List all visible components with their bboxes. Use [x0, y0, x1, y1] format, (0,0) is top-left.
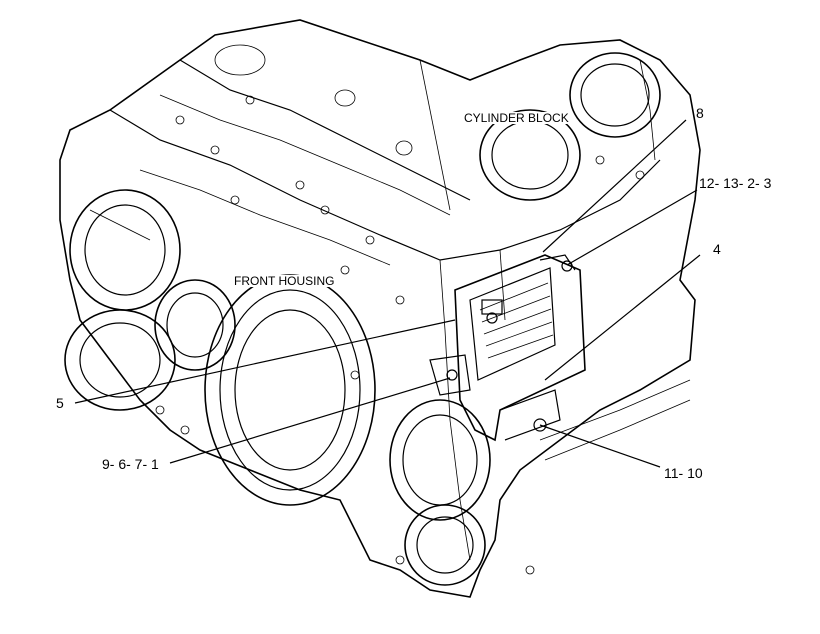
leader-12-13-2-3 [566, 189, 698, 266]
front-housing-label: FRONT HOUSING [232, 274, 337, 288]
leader-8 [542, 119, 687, 253]
leader-11-10 [539, 424, 661, 468]
callout-9-6-7-1: 9- 6- 7- 1 [102, 456, 159, 472]
leader-4 [544, 254, 701, 381]
leader-9-6-7-1 [169, 377, 451, 464]
callout-12-13-2-3: 12- 13- 2- 3 [699, 175, 772, 191]
callout-11-10: 11- 10 [664, 465, 703, 481]
callout-4: 4 [713, 241, 721, 257]
cylinder-block-label: CYLINDER BLOCK [462, 111, 571, 125]
leader-5 [74, 319, 456, 404]
bolt-holes [155, 95, 645, 575]
leader-lines [74, 119, 701, 468]
callout-5: 5 [56, 395, 64, 411]
cylinder-bores [214, 44, 661, 201]
engine-block-outline [59, 19, 701, 598]
ecm-module [429, 254, 586, 442]
callout-8: 8 [696, 105, 704, 121]
front-housing-openings [64, 189, 491, 586]
